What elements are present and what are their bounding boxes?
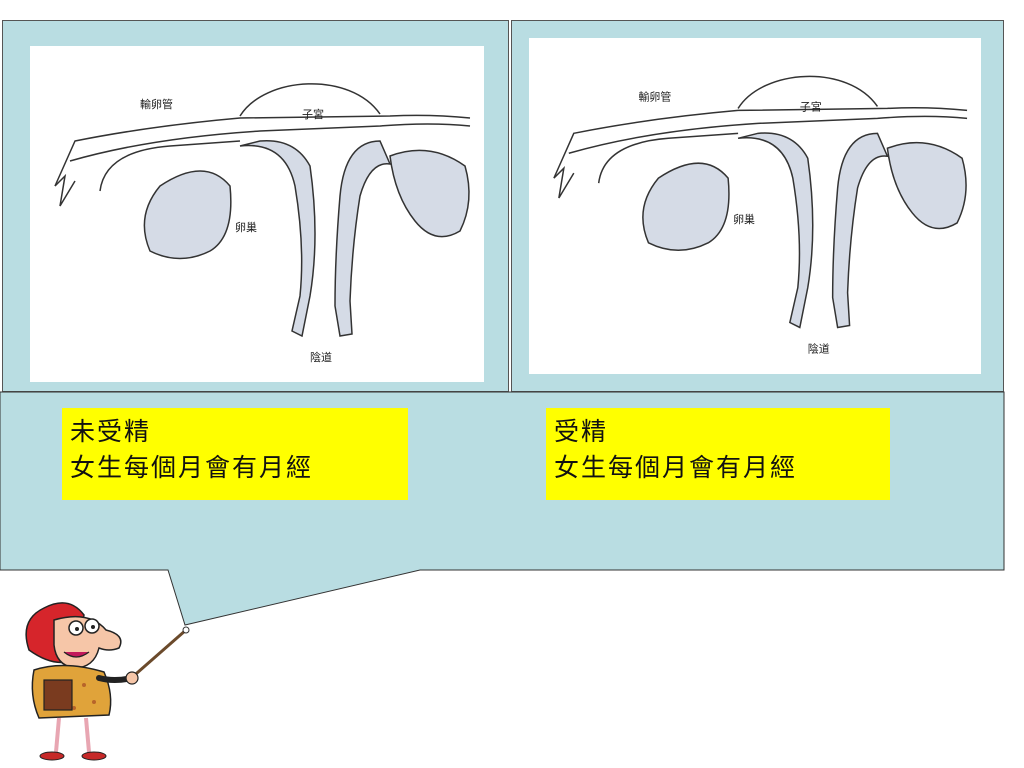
organs xyxy=(642,132,967,329)
reproductive-diagram-right: 輸卵管 子宮 卵巢 陰道 xyxy=(529,38,981,374)
diagram-lines xyxy=(54,83,471,207)
eye-left xyxy=(75,627,79,631)
caption-fertilized: 受精 女生每個月會有月經 xyxy=(546,408,890,500)
uterus-diagram-left-svg: 輸卵管 子宮 卵巢 陰道 xyxy=(54,83,471,364)
caption-right-line1: 受精 xyxy=(554,417,609,446)
eye-right xyxy=(91,625,95,629)
book xyxy=(43,679,73,711)
label-uterus: 子宮 xyxy=(302,107,324,121)
leg-right xyxy=(84,717,91,753)
label-ovary: 卵巢 xyxy=(235,221,257,234)
oviduct-upper xyxy=(553,107,968,179)
label-uterus: 子宮 xyxy=(800,99,822,113)
shoe-left xyxy=(39,751,65,761)
label-oviduct: 輸卵管 xyxy=(639,89,672,103)
mouth xyxy=(63,651,90,658)
oviduct-lower xyxy=(99,140,241,192)
oviduct-upper xyxy=(54,114,471,187)
ligament-right xyxy=(334,140,392,337)
ovary-right xyxy=(886,141,967,230)
caption-right-line2: 女生每個月會有月經 xyxy=(554,453,798,482)
label-ovary: 卵巢 xyxy=(733,213,755,226)
ovary-left xyxy=(642,162,730,251)
uterus-diagram-right-svg: 輸卵管 子宮 卵巢 陰道 xyxy=(553,75,968,355)
fimbria xyxy=(553,165,575,199)
organs xyxy=(143,139,470,338)
ovary-left xyxy=(143,170,232,260)
label-vagina: 陰道 xyxy=(310,350,332,364)
uterus-outline xyxy=(737,75,879,109)
label-vagina: 陰道 xyxy=(808,341,830,355)
reproductive-diagram-left: 輸卵管 子宮 卵巢 陰道 xyxy=(30,46,484,382)
uterus-outline xyxy=(239,83,381,117)
label-oviduct: 輸卵管 xyxy=(140,97,173,111)
caption-left-line1: 未受精 xyxy=(70,417,152,446)
pointer-tip xyxy=(182,626,190,634)
teacher-with-pointer-icon xyxy=(25,602,190,761)
diagram-panel-left: 輸卵管 子宮 卵巢 陰道 xyxy=(2,20,509,392)
diagram-panel-right: 輸卵管 子宮 卵巢 陰道 xyxy=(511,20,1004,392)
ovary-right xyxy=(389,149,470,238)
fimbria xyxy=(54,173,76,207)
ligament-right xyxy=(831,132,889,329)
shoe-right xyxy=(81,751,107,761)
ligament-left xyxy=(239,139,316,338)
ligament-left xyxy=(737,132,814,329)
oviduct-middle xyxy=(568,115,968,154)
caption-unfertilized: 未受精 女生每個月會有月經 xyxy=(62,408,408,500)
hand xyxy=(125,671,139,685)
leg-left xyxy=(54,717,61,753)
oviduct-lower xyxy=(597,132,739,184)
pointer-stick xyxy=(128,628,187,682)
caption-left-line2: 女生每個月會有月經 xyxy=(70,453,314,482)
oviduct-middle xyxy=(69,123,471,162)
diagram-lines xyxy=(553,75,968,199)
